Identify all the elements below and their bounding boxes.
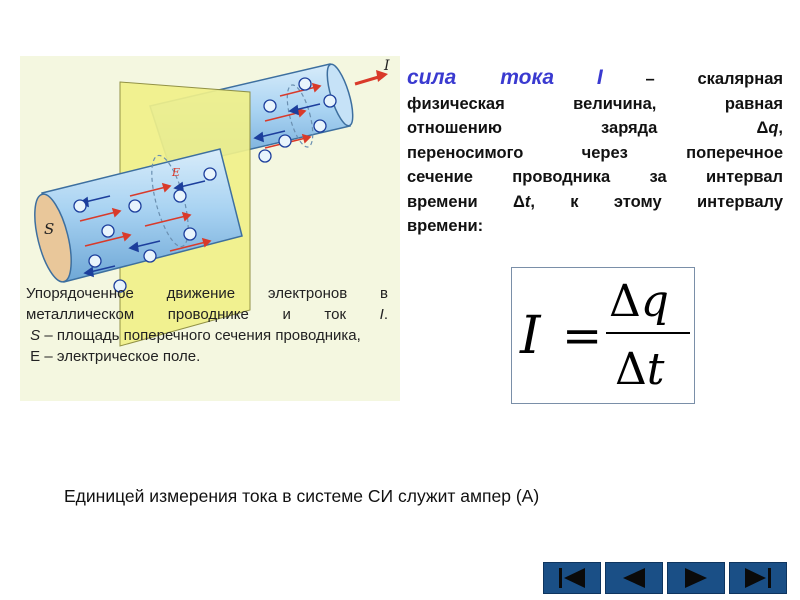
field-label: E: [171, 166, 180, 179]
definition-line-1: сила тока I – скалярная: [407, 66, 783, 92]
definition-text-6b: , к этому интервалу: [530, 192, 783, 211]
definition-text-1: скалярная: [697, 70, 784, 88]
definition-dash: –: [602, 70, 655, 88]
cross-section-ring-right: [286, 84, 314, 148]
caption-e-symbol: E: [30, 348, 41, 365]
figure-caption: Упорядоченное движение электронов в мета…: [26, 283, 388, 367]
caption-line-3: E – электрическое поле.: [26, 346, 388, 367]
caption-line-2: S – площадь поперечного сечения проводни…: [26, 325, 388, 346]
definition-line-2: физическая величина, равная: [407, 94, 783, 113]
conductor-diagram: S: [34, 58, 390, 347]
prev-slide-button[interactable]: [605, 562, 663, 594]
electrons: [73, 77, 337, 293]
next-slide-button[interactable]: [667, 562, 725, 594]
definition-delta-t: Δ: [513, 192, 525, 211]
current-formula: I = Δq Δt: [512, 268, 694, 403]
caption-text-3: – электрическое поле.: [40, 348, 201, 365]
current-arrow: [354, 70, 388, 86]
caption-s-symbol: S: [30, 327, 41, 344]
definition-text-3: отношению заряда: [407, 119, 757, 137]
fraction-bar: [606, 332, 690, 334]
prev-slide-icon: [623, 568, 645, 588]
formula-denominator: Δt: [615, 344, 664, 395]
definition-q: q: [768, 119, 779, 137]
field-arrows: [79, 82, 322, 252]
caption-text-1: Упорядоченное движение электронов в мета…: [26, 285, 388, 323]
next-slide-icon: [685, 568, 707, 588]
conductor-illustration: S: [20, 56, 400, 401]
formula-den-var: t: [646, 344, 665, 395]
formula-equals: =: [562, 308, 603, 364]
definition-term: сила тока: [407, 66, 555, 89]
first-slide-icon: [559, 568, 585, 588]
formula-num-delta: Δ: [609, 276, 641, 327]
definition-line-3: отношению заряда Δq,: [407, 116, 783, 141]
caption-current-symbol: I: [379, 306, 384, 323]
caption-period: .: [383, 306, 388, 323]
area-label: S: [44, 220, 54, 238]
formula-num-var: q: [640, 276, 669, 327]
current-label: I: [383, 58, 390, 74]
formula-lhs: I: [520, 306, 541, 366]
cross-section-face: [34, 193, 72, 283]
definition-term-symbol: I: [596, 66, 603, 89]
definition-line-6: времени Δt, к этому интервалу: [407, 190, 783, 215]
last-slide-button[interactable]: [729, 562, 787, 594]
definition-delta-q: Δ: [756, 119, 769, 137]
formula-den-delta: Δ: [615, 344, 647, 395]
definition-t: t: [524, 192, 531, 211]
definition-line-7: времени:: [407, 217, 484, 235]
caption-text-2: – площадь поперечного сечения проводника…: [40, 327, 361, 344]
definition-line-4: переносимого через поперечное: [407, 143, 783, 162]
caption-line-1: Упорядоченное движение электронов в мета…: [26, 283, 388, 325]
formula-numerator: Δq: [609, 276, 669, 327]
formula-box: I = Δq Δt: [511, 267, 695, 404]
first-slide-button[interactable]: [543, 562, 601, 594]
definition-text-6a: времени: [407, 192, 514, 211]
definition-comma: ,: [778, 119, 783, 137]
unit-statement: Единицей измерения тока в системе СИ слу…: [64, 486, 540, 506]
last-slide-icon: [745, 568, 771, 588]
definition-line-5: сечение проводника за интервал: [407, 168, 783, 186]
definition-text: сила тока I – скалярная физическая велич…: [407, 66, 783, 239]
